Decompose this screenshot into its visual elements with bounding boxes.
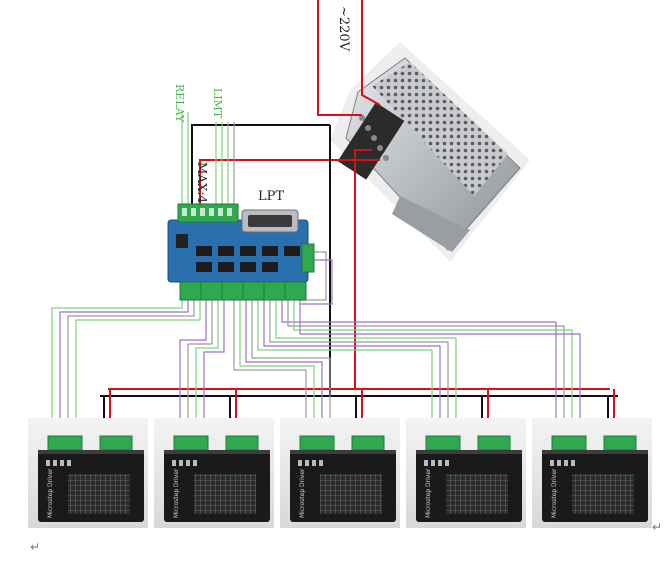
driver-dip-switch [67, 460, 71, 466]
stepper-driver-5: Microstep Driver [532, 418, 652, 528]
driver-brand-label: Microstep Driver [299, 468, 306, 518]
stepper-driver-3: Microstep Driver [280, 418, 400, 528]
driver-signal-terminal [47, 435, 83, 451]
driver-power-terminal [477, 435, 511, 451]
signal-wires [51, 251, 581, 430]
driver-dip-switch [179, 460, 183, 466]
driver-spec-table [68, 474, 130, 514]
driver-dip-switch [564, 460, 568, 466]
driver-dip-switch [172, 460, 176, 466]
driver-power-terminal [603, 435, 637, 451]
driver-dip-switch [431, 460, 435, 466]
driver-brand-label: Microstep Driver [173, 468, 180, 518]
stepper-driver-2: Microstep Driver [154, 418, 274, 528]
driver-dip-switch [305, 460, 309, 466]
driver-dip-switch [298, 460, 302, 466]
stepper-drivers: Microstep Driver Microstep Driver Microste… [28, 418, 652, 528]
driver-dip-switch [186, 460, 190, 466]
driver-power-terminal [99, 435, 133, 451]
driver-top-edge [542, 450, 648, 454]
bottom-terminal-block [179, 281, 307, 301]
driver-dip-switch [193, 460, 197, 466]
voltage-label: ~220V [336, 6, 351, 52]
driver-dip-switch [445, 460, 449, 466]
driver-dip-switch [46, 460, 50, 466]
return-mark-right: ↵ [652, 520, 663, 534]
driver-spec-table [320, 474, 382, 514]
return-mark-left: ↵ [30, 540, 41, 554]
relay-label: RELAY [173, 84, 186, 123]
driver-dip-switch [319, 460, 323, 466]
power-supply [330, 42, 530, 262]
driver-spec-table [572, 474, 634, 514]
board-chips [196, 246, 300, 272]
driver-dip-switch [550, 460, 554, 466]
driver-brand-label: Microstep Driver [551, 468, 558, 518]
right-terminal-block [301, 243, 315, 273]
limit-label: LIMT [211, 88, 224, 119]
driver-dip-switch [571, 460, 575, 466]
driver-power-terminal [225, 435, 259, 451]
stepper-driver-4: Microstep Driver [406, 418, 526, 528]
psu-terminal-screws [359, 115, 389, 161]
lpt-connector [241, 209, 299, 233]
driver-top-edge [416, 450, 522, 454]
driver-dip-switch [312, 460, 316, 466]
driver-dip-switch [438, 460, 442, 466]
driver-dip-switch [557, 460, 561, 466]
driver-top-edge [290, 450, 396, 454]
driver-brand-label: Microstep Driver [425, 468, 432, 518]
relay-limit-wires [181, 112, 235, 210]
top-terminal-block [177, 203, 239, 223]
driver-dip-switch [53, 460, 57, 466]
driver-power-terminal [351, 435, 385, 451]
driver-top-edge [38, 450, 144, 454]
driver-dip-switch [60, 460, 64, 466]
driver-signal-terminal [173, 435, 209, 451]
driver-spec-table [194, 474, 256, 514]
driver-dip-switch [424, 460, 428, 466]
lpt-label: LPT [258, 189, 284, 204]
driver-top-edge [164, 450, 270, 454]
driver-signal-terminal [551, 435, 587, 451]
mains-wires [317, 0, 381, 116]
driver-spec-table [446, 474, 508, 514]
driver-signal-terminal [425, 435, 461, 451]
breakout-board [167, 203, 315, 301]
stepper-driver-1: Microstep Driver [28, 418, 148, 528]
driver-brand-label: Microstep Driver [47, 468, 54, 518]
driver-signal-terminal [299, 435, 335, 451]
